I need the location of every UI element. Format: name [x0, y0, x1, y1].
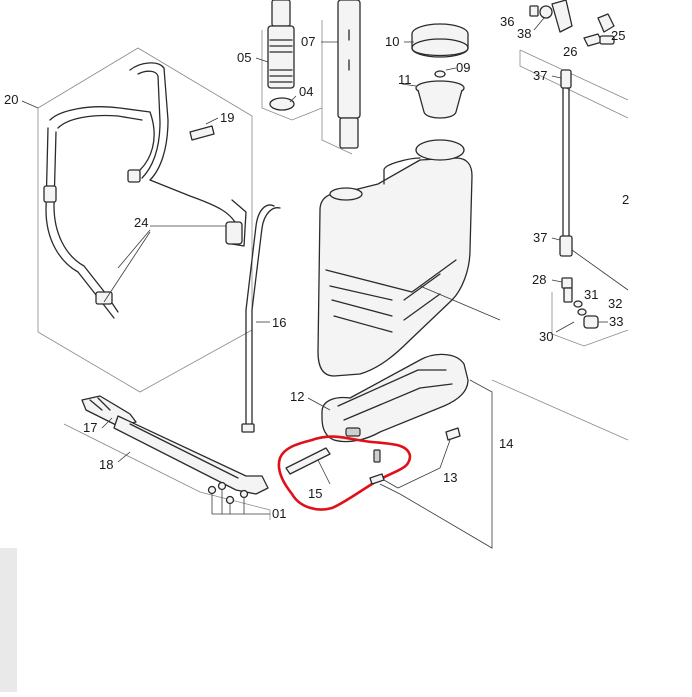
lance-37	[519, 49, 629, 291]
harness-straps	[37, 47, 253, 393]
callout-24: 24	[134, 215, 148, 230]
callout-12: 12	[290, 389, 304, 404]
pump-rod-07	[321, 0, 361, 155]
leader-18	[117, 451, 131, 463]
leader-19	[205, 117, 219, 125]
leader-12	[307, 397, 331, 411]
callout-16: 16	[272, 315, 286, 330]
leader-37a	[551, 75, 562, 79]
leader-15	[317, 459, 331, 485]
leader-30	[555, 321, 575, 333]
callout-18: 18	[99, 457, 113, 472]
callout-32: 32	[608, 296, 622, 311]
callout-26: 26	[563, 44, 577, 59]
leader-11	[401, 83, 417, 87]
callout-09: 09	[456, 60, 470, 75]
tube-15	[285, 447, 381, 475]
trigger-valve-36-38	[529, 0, 615, 47]
callout-28: 28	[532, 272, 546, 287]
lever-18	[63, 395, 271, 520]
pump-cylinder-05	[261, 0, 323, 121]
leader-05	[255, 57, 269, 63]
hardware-01	[207, 481, 270, 515]
callout-05: 05	[237, 50, 251, 65]
leader-38	[533, 17, 545, 31]
callout-15: 15	[308, 486, 322, 501]
leaders-24	[103, 225, 226, 303]
nozzle-parts-28-33	[551, 277, 629, 347]
callout-31: 31	[584, 287, 598, 302]
base-tray-12	[321, 353, 469, 443]
tank-body	[317, 139, 473, 377]
callout-33: 33	[609, 314, 623, 329]
leader-17	[101, 417, 113, 429]
callout-25: 25	[611, 28, 625, 43]
callout-14: 14	[499, 436, 513, 451]
callout-30: 30	[539, 329, 553, 344]
hose-16	[241, 204, 281, 433]
callout-10: 10	[385, 34, 399, 49]
leader-20	[21, 100, 39, 109]
leader-tank	[419, 285, 501, 321]
leader-04	[289, 95, 297, 103]
lid-10	[411, 23, 469, 58]
callout-20: 20	[4, 92, 18, 107]
leader-37b	[551, 237, 561, 241]
frame-14	[379, 379, 493, 549]
clip-13	[369, 427, 461, 485]
leader-28	[551, 279, 563, 283]
frame-line-right	[491, 379, 629, 441]
callout-07: 07	[301, 34, 315, 49]
callout-17: 17	[83, 420, 97, 435]
callout-11: 11	[398, 72, 412, 87]
callout-04: 04	[299, 84, 313, 99]
clip-19	[189, 125, 215, 141]
callout-37a: 37	[533, 68, 547, 83]
callout-37b: 37	[533, 230, 547, 245]
callout-2: 2	[622, 192, 629, 207]
nut-09	[434, 70, 446, 78]
leader-13	[383, 439, 451, 489]
leader-09	[445, 67, 457, 71]
red-highlight-outline	[277, 435, 412, 511]
callout-36: 36	[500, 14, 514, 29]
callout-38: 38	[517, 26, 531, 41]
callout-13: 13	[443, 470, 457, 485]
strainer-11	[415, 80, 465, 119]
callout-19: 19	[220, 110, 234, 125]
left-gray-strip	[0, 548, 17, 692]
callout-01: 01	[272, 506, 286, 521]
